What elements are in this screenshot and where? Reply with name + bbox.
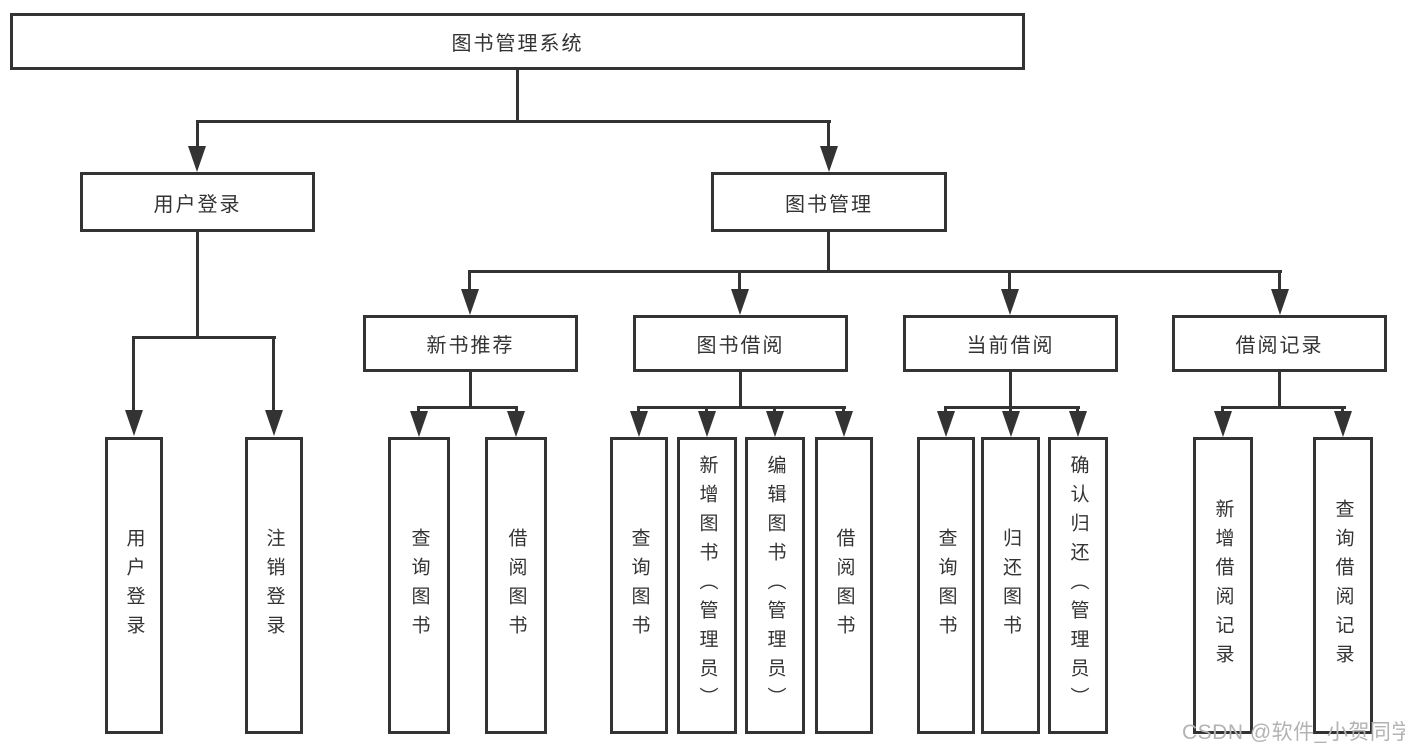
- leaf-return-books: 归还图书: [981, 437, 1040, 734]
- arrow-down-icon: [125, 410, 143, 436]
- watermark: CSDN @软件_小贺同学: [1182, 721, 1405, 744]
- connector-line: [417, 406, 420, 414]
- connector-line: [1278, 372, 1281, 406]
- node-label: 编辑图书（管理员）: [764, 455, 786, 716]
- connector-line: [1341, 406, 1344, 414]
- leaf-query-books-borrowing: 查询图书: [610, 437, 668, 734]
- node-label: 图书借阅: [696, 335, 785, 357]
- leaf-borrow-books-recommend: 借阅图书: [485, 437, 547, 734]
- arrow-down-icon: [1069, 411, 1087, 437]
- connector-line: [827, 120, 830, 148]
- connector-line: [705, 406, 708, 414]
- arrow-down-icon: [835, 411, 853, 437]
- connector-line: [468, 270, 1282, 273]
- arrow-down-icon: [820, 146, 838, 172]
- arrow-down-icon: [937, 411, 955, 437]
- connector-line: [637, 406, 846, 409]
- leaf-query-borrow-record: 查询借阅记录: [1313, 437, 1373, 734]
- leaf-query-books-current: 查询图书: [917, 437, 975, 734]
- connector-line: [773, 406, 776, 414]
- node-label: 确认归还（管理员）: [1067, 455, 1089, 716]
- connector-line: [1009, 372, 1012, 406]
- connector-line: [1221, 406, 1346, 409]
- connector-line: [1076, 406, 1079, 414]
- arrow-down-icon: [265, 410, 283, 436]
- connector-line: [1009, 406, 1012, 414]
- connector-line: [196, 120, 831, 123]
- node-label: 查询图书: [935, 527, 957, 644]
- node-borrowing-records: 借阅记录: [1172, 315, 1387, 372]
- leaf-add-book-admin: 新增图书（管理员）: [677, 437, 737, 734]
- leaf-user-login: 用户登录: [105, 437, 163, 734]
- connector-line: [1278, 270, 1281, 292]
- node-library-management-system: 图书管理系统: [10, 13, 1025, 70]
- node-label: 查询借阅记录: [1332, 498, 1354, 673]
- connector-line: [468, 270, 471, 292]
- arrow-down-icon: [766, 411, 784, 437]
- arrow-down-icon: [630, 411, 648, 437]
- connector-line: [132, 336, 276, 339]
- connector-line: [738, 270, 741, 292]
- node-label: 用户登录: [123, 527, 145, 644]
- arrow-down-icon: [507, 411, 525, 437]
- connector-line: [944, 406, 1080, 409]
- arrow-down-icon: [410, 411, 428, 437]
- node-label: 新增借阅记录: [1212, 498, 1234, 673]
- leaf-edit-book-admin: 编辑图书（管理员）: [745, 437, 805, 734]
- node-label: 借阅图书: [505, 527, 527, 644]
- leaf-logout: 注销登录: [245, 437, 303, 734]
- arrow-down-icon: [1334, 411, 1352, 437]
- arrow-down-icon: [1002, 411, 1020, 437]
- leaf-query-books-recommend: 查询图书: [388, 437, 450, 734]
- connector-line: [196, 232, 199, 336]
- arrow-down-icon: [1271, 289, 1289, 315]
- node-label: 图书管理系统: [451, 33, 584, 55]
- connector-line: [637, 406, 640, 414]
- node-label: 当前借阅: [966, 335, 1055, 357]
- arrow-down-icon: [698, 411, 716, 437]
- node-label: 归还图书: [1000, 527, 1021, 644]
- connector-line: [515, 406, 518, 414]
- arrow-down-icon: [1001, 289, 1019, 315]
- node-book-borrowing: 图书借阅: [633, 315, 848, 372]
- node-label: 借阅图书: [833, 527, 855, 644]
- node-current-borrowing: 当前借阅: [903, 315, 1118, 372]
- connector-line: [417, 406, 518, 409]
- connector-line: [827, 232, 830, 270]
- connector-line: [944, 406, 947, 414]
- leaf-add-borrow-record: 新增借阅记录: [1193, 437, 1253, 734]
- node-label: 注销登录: [263, 527, 285, 644]
- leaf-borrow-books: 借阅图书: [815, 437, 873, 734]
- node-label: 查询图书: [408, 527, 430, 644]
- node-label: 图书管理: [785, 193, 873, 216]
- connector-line: [196, 120, 199, 148]
- node-label: 新书推荐: [426, 335, 515, 357]
- node-label: 借阅记录: [1235, 335, 1324, 357]
- connector-line: [1221, 406, 1224, 414]
- arrow-down-icon: [1214, 411, 1232, 437]
- connector-line: [469, 372, 472, 406]
- arrow-down-icon: [461, 289, 479, 315]
- node-new-book-recommendation: 新书推荐: [363, 315, 578, 372]
- node-label: 查询图书: [628, 527, 650, 644]
- connector-line: [272, 336, 275, 412]
- node-book-management: 图书管理: [711, 172, 947, 232]
- arrow-down-icon: [731, 289, 749, 315]
- node-label: 新增图书（管理员）: [696, 455, 718, 716]
- node-label: 用户登录: [153, 193, 242, 216]
- node-user-login: 用户登录: [80, 172, 315, 232]
- connector-line: [842, 406, 845, 414]
- arrow-down-icon: [188, 146, 206, 172]
- connector-line: [1008, 270, 1011, 292]
- connector-line: [739, 372, 742, 406]
- leaf-confirm-return-admin: 确认归还（管理员）: [1048, 437, 1108, 734]
- connector-line: [516, 70, 519, 120]
- connector-line: [132, 336, 135, 412]
